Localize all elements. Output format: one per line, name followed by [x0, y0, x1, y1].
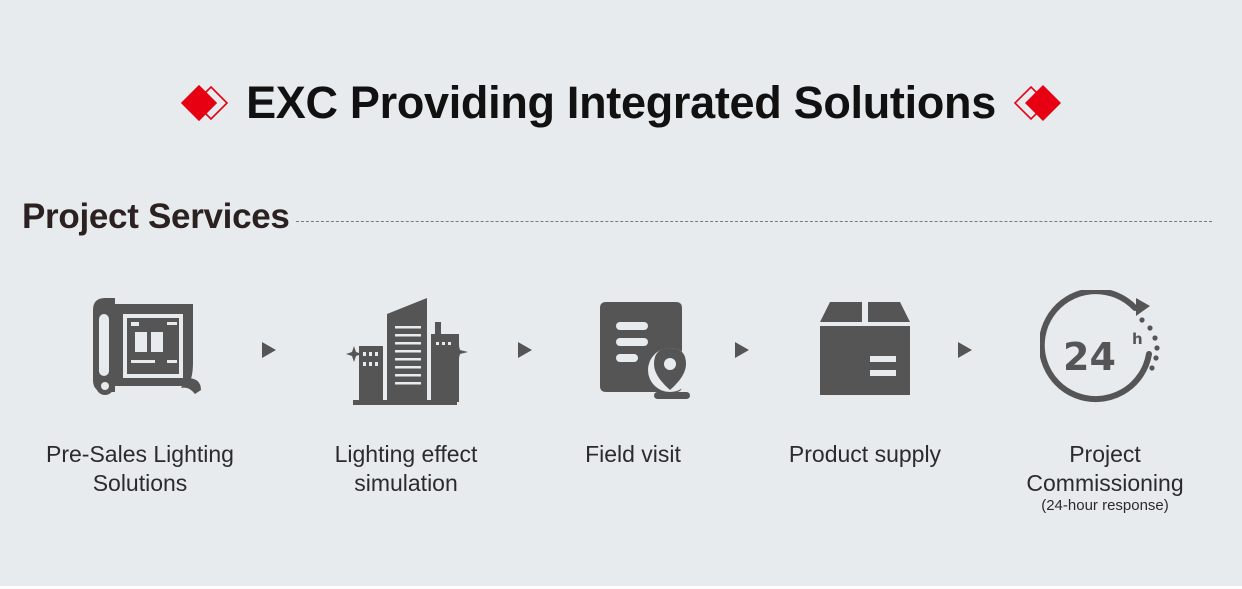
arrow-right-icon	[958, 342, 972, 358]
hour-superscript: h	[1132, 330, 1143, 348]
service-item-pre-sales: Pre-Sales Lighting Solutions	[20, 290, 260, 530]
service-label: Pre-Sales Lighting Solutions	[20, 440, 260, 498]
header: EXC Providing Integrated Solutions	[0, 72, 1242, 134]
service-label: Product supply	[745, 440, 985, 469]
service-item-field-visit: Field visit	[513, 290, 753, 530]
service-label-line2: Commissioning	[1026, 470, 1184, 496]
arrow-right-icon	[262, 342, 276, 358]
service-label-line1: Field visit	[585, 441, 681, 467]
section-title: Project Services	[22, 197, 290, 236]
service-label-line1: Project	[1069, 441, 1141, 467]
service-item-product-supply: Product supply	[745, 290, 985, 530]
service-label-line2: simulation	[354, 470, 458, 496]
left-diamond-icon	[181, 85, 229, 121]
dashed-divider	[295, 220, 1212, 222]
box-icon	[820, 302, 910, 395]
service-sublabel: (24-hour response)	[1041, 497, 1169, 514]
service-label-line2: Solutions	[92, 470, 188, 496]
buildings-icon	[346, 298, 468, 405]
arrow-right-icon	[735, 342, 749, 358]
service-label: Lighting effect simulation	[286, 440, 526, 498]
service-item-commissioning: 24 h Project Commissioning (24-hour resp…	[985, 290, 1225, 530]
24-hour-icon: 24 h	[1040, 290, 1160, 403]
page-title: EXC Providing Integrated Solutions	[246, 77, 996, 128]
right-diamond-icon	[1013, 85, 1061, 121]
service-label: Field visit	[513, 440, 753, 469]
location-document-icon	[600, 302, 692, 399]
arrow-right-icon	[518, 342, 532, 358]
service-label: Project Commissioning	[985, 440, 1225, 498]
24-hour-number: 24	[1063, 335, 1116, 379]
blueprint-icon	[93, 298, 201, 395]
service-label-line1: Lighting effect	[334, 441, 478, 467]
service-label-line1: Product supply	[788, 441, 942, 467]
service-label-line1: Pre-Sales Lighting	[46, 441, 234, 467]
section-header: Project Services	[22, 194, 1212, 240]
service-item-simulation: Lighting effect simulation	[286, 290, 526, 530]
